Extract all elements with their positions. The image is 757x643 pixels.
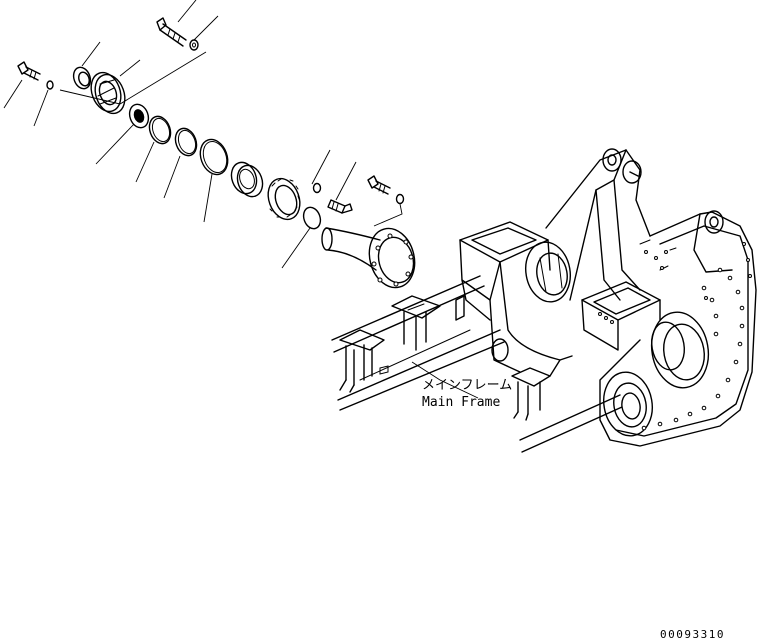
snap-ring-2 bbox=[174, 127, 198, 157]
o-ring-small bbox=[302, 206, 322, 230]
left-bolt bbox=[17, 61, 54, 90]
lock-washer bbox=[128, 103, 150, 129]
bearing bbox=[90, 71, 126, 115]
pivot-spindle bbox=[321, 227, 416, 289]
snap-ring-1 bbox=[148, 115, 172, 145]
top-bolt bbox=[156, 17, 199, 51]
right-bolt bbox=[367, 175, 405, 205]
collar bbox=[230, 161, 264, 198]
center-bracket bbox=[391, 295, 465, 351]
exploded-parts bbox=[3, 0, 416, 289]
label-leader bbox=[411, 361, 479, 399]
seal-ring bbox=[72, 66, 92, 90]
main-frame-label-en: Main Frame bbox=[422, 395, 500, 410]
leader-lines bbox=[3, 0, 403, 269]
tall-arm bbox=[545, 148, 651, 301]
mount-plate bbox=[581, 281, 661, 351]
o-ring-large bbox=[199, 138, 229, 176]
rear-frame bbox=[599, 210, 757, 447]
retainer-plate bbox=[267, 177, 301, 221]
left-bracket bbox=[339, 329, 389, 393]
main-frame-label-jp: メインフレーム bbox=[422, 378, 512, 393]
drawing-code: 00093310 bbox=[660, 628, 725, 641]
cross-member bbox=[459, 221, 561, 373]
pivot-bore-left bbox=[525, 241, 571, 303]
spindle-bolt bbox=[312, 182, 353, 214]
main-frame bbox=[331, 148, 757, 453]
lower-bracket bbox=[511, 355, 573, 421]
